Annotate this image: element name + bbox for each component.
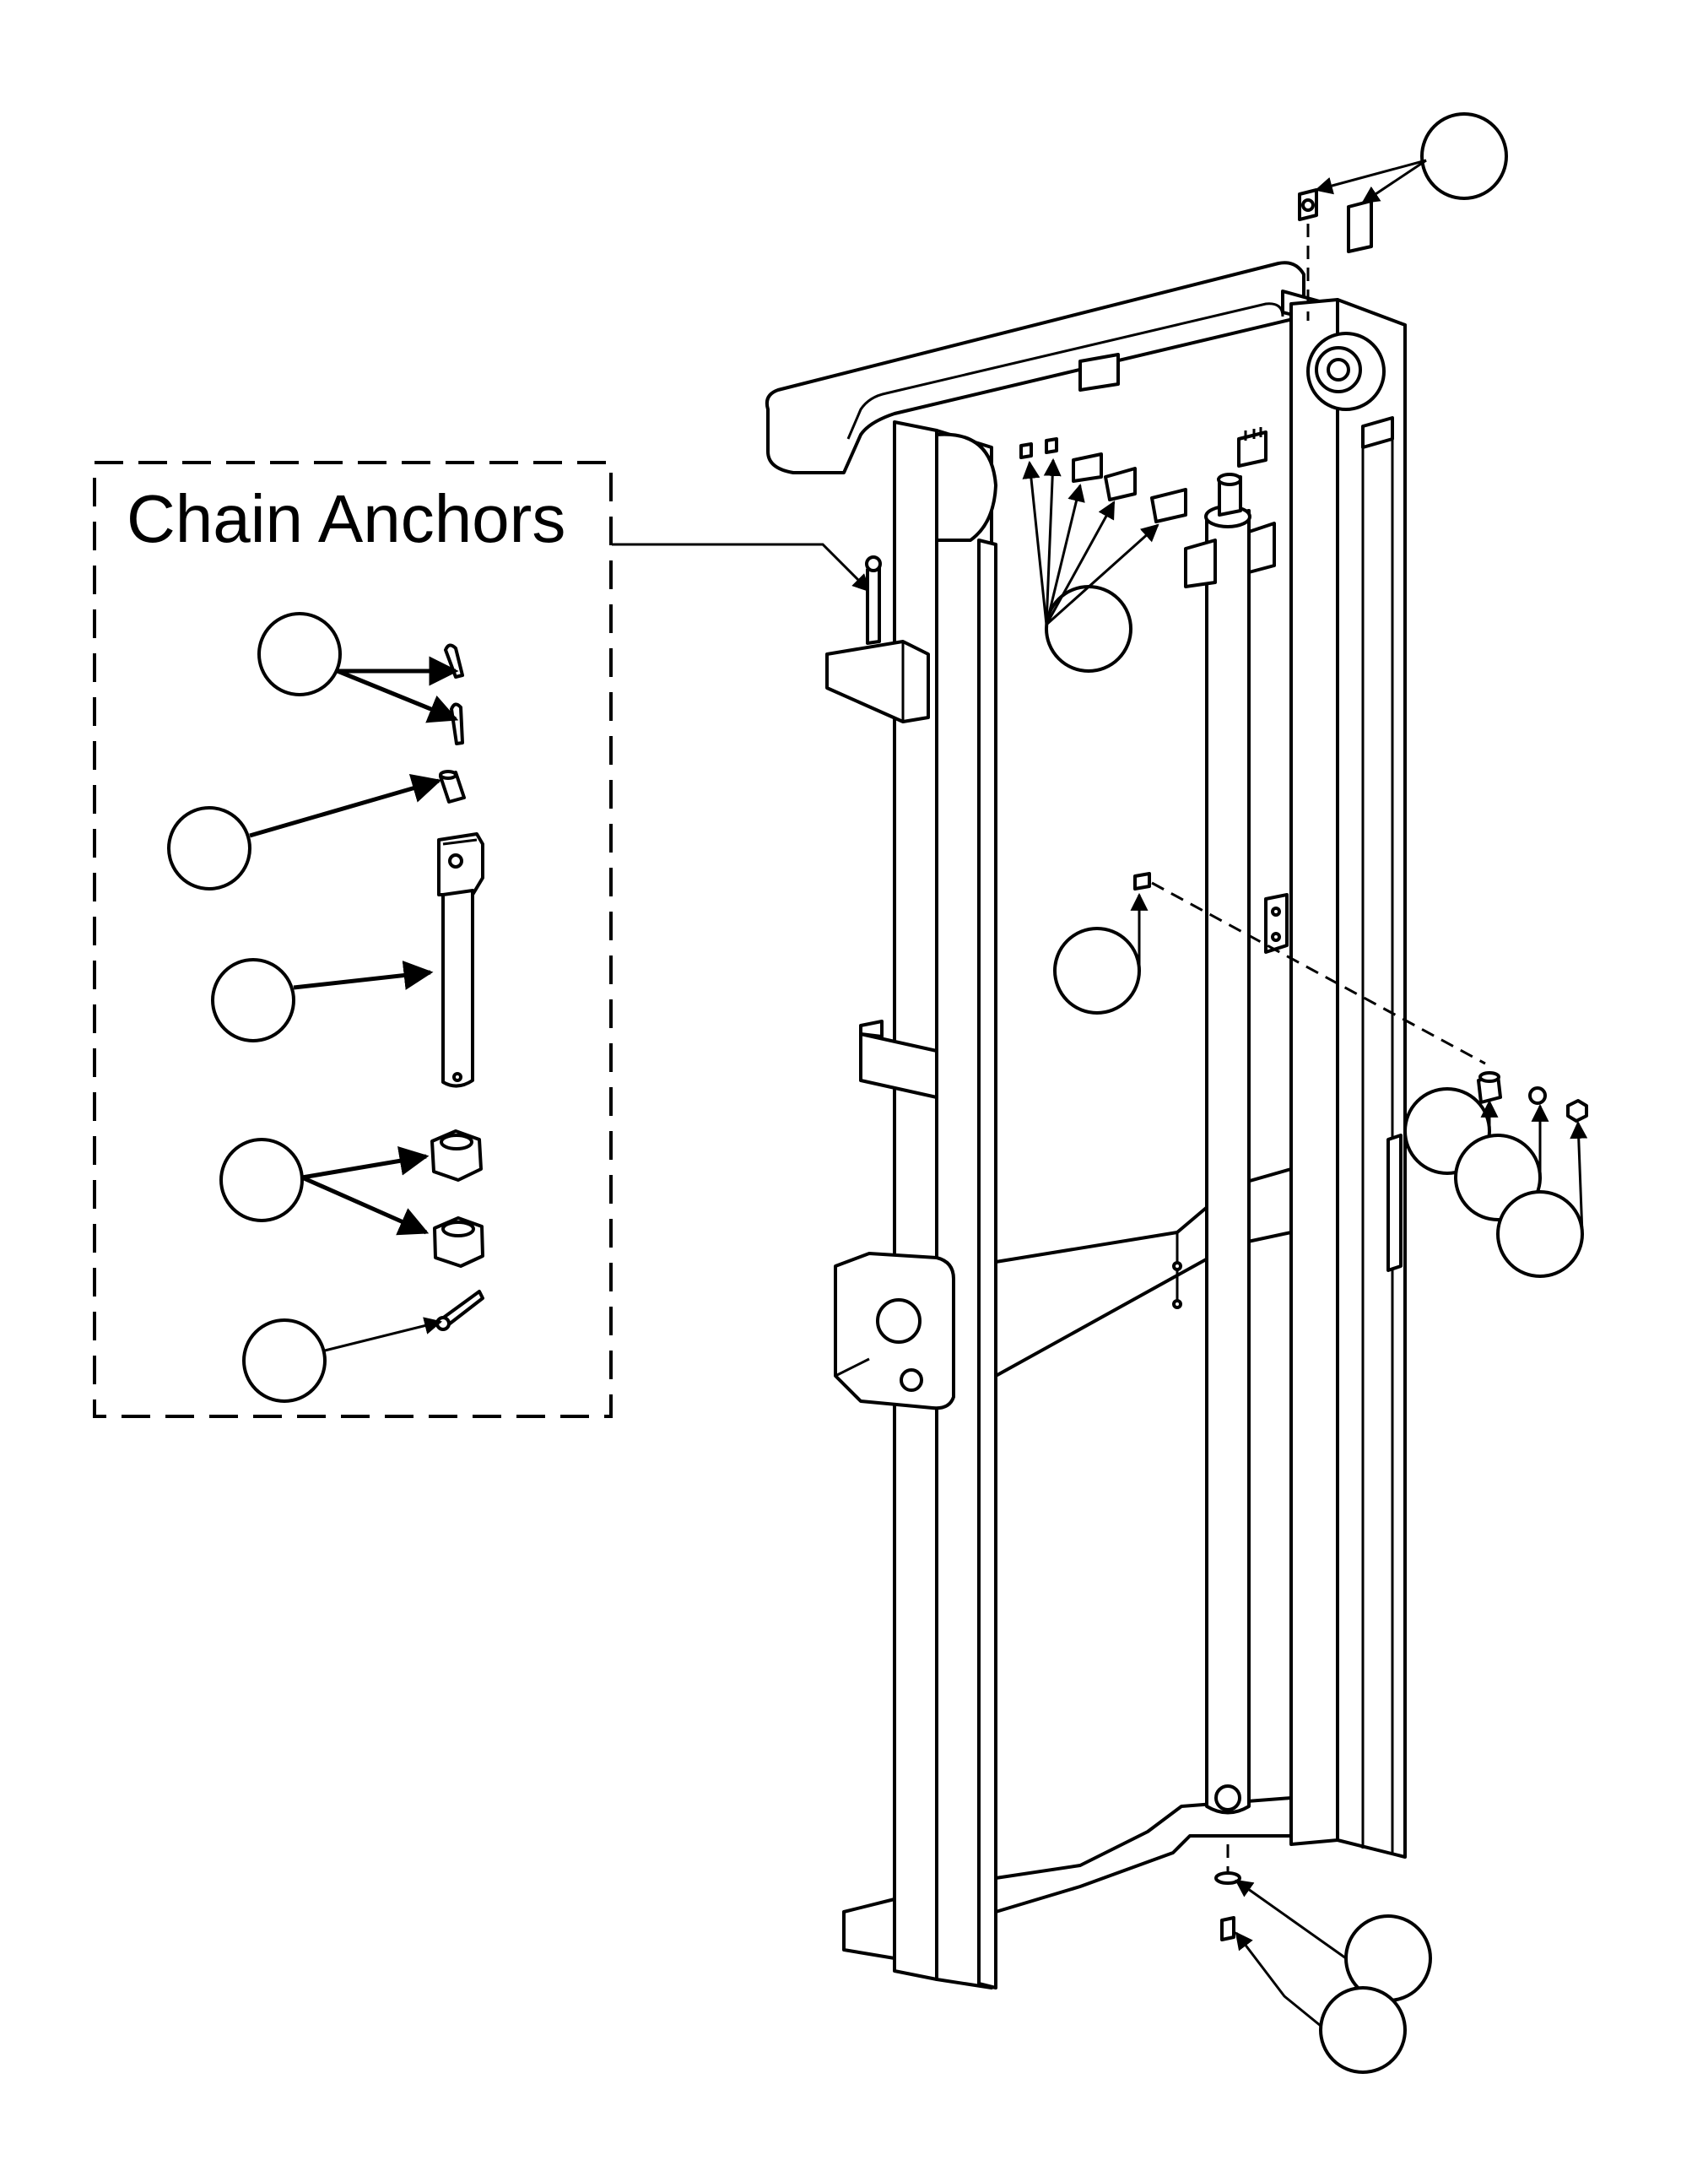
callout-bubble xyxy=(242,1318,327,1403)
callout-bubble xyxy=(1053,927,1141,1015)
main-callouts xyxy=(612,112,1588,2074)
callout-bubble xyxy=(1420,112,1508,200)
callout-bubble xyxy=(219,1138,304,1222)
inset-title: Chain Anchors xyxy=(127,481,566,556)
callout-bubble xyxy=(1496,1190,1584,1278)
callout-bubble xyxy=(211,958,295,1042)
callout-bubble xyxy=(257,612,342,696)
exploded-parts xyxy=(1019,188,1588,1941)
mast-frame xyxy=(765,261,1407,1989)
callout-bubble xyxy=(167,806,251,891)
callout-bubble xyxy=(1319,1986,1407,2074)
chain-anchors-inset xyxy=(93,461,613,1418)
